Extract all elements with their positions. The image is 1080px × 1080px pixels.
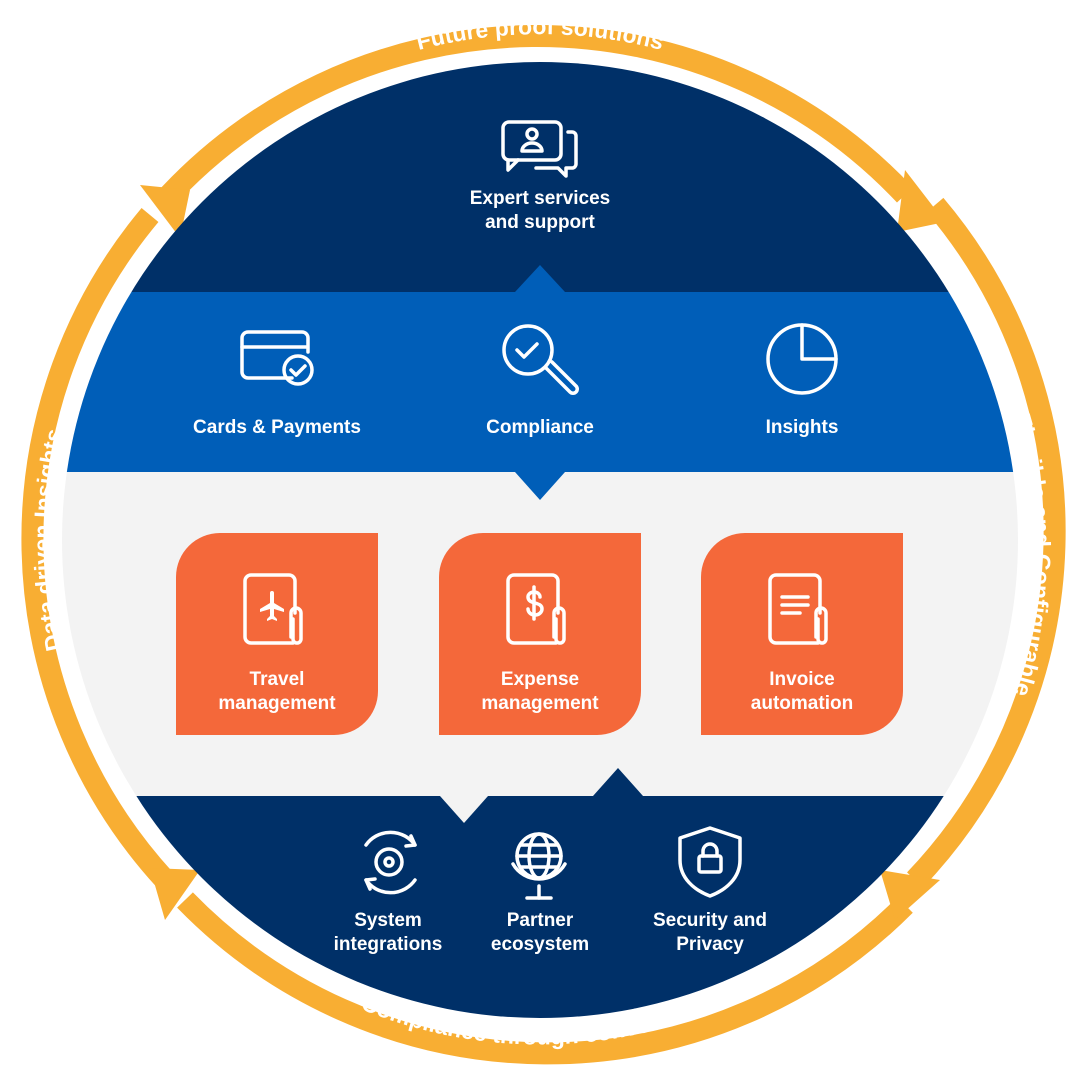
- expense-line1: Expense: [500, 669, 580, 690]
- security-line1: Security and: [652, 910, 768, 931]
- connector-up-blue: [515, 265, 565, 292]
- connector-down-gray: [440, 796, 488, 823]
- security-line2: Privacy: [676, 934, 744, 955]
- pie-chart-icon: [766, 323, 838, 395]
- arrowhead-left-top: [140, 185, 190, 238]
- middle-band: [62, 292, 1018, 472]
- ring-arc-top: [153, 25, 914, 211]
- cards-payments-label: Cards & Payments: [193, 417, 361, 438]
- ring-arrowheads: [140, 170, 945, 920]
- outer-ring: [21, 25, 1066, 1065]
- connector-down-blue: [515, 472, 565, 500]
- travel-management-label: Travel management: [176, 668, 378, 716]
- partner-line1: Partner: [506, 910, 574, 931]
- travel-management-card: Travel management: [176, 533, 378, 735]
- invoice-line2: automation: [750, 693, 854, 714]
- travel-line2: management: [218, 693, 336, 714]
- arrowhead-right-bottom: [880, 870, 940, 920]
- arrowhead-bottom-left: [150, 868, 200, 920]
- partner-line2: ecosystem: [490, 934, 590, 955]
- expert-services-line1: Expert services: [469, 188, 611, 209]
- arrowhead-top-right: [897, 170, 945, 232]
- globe-icon: [511, 832, 567, 900]
- expert-services-line2: and support: [485, 212, 595, 233]
- partner-ecosystem-label: Partner ecosystem: [450, 909, 630, 957]
- invoice-automation-label: Invoice automation: [701, 668, 903, 716]
- expense-document-icon: [506, 573, 566, 645]
- expense-line2: management: [481, 693, 599, 714]
- ring-arc-bottom: [177, 892, 913, 1065]
- chat-user-icon: [501, 120, 578, 178]
- invoice-document-icon: [768, 573, 828, 645]
- travel-line1: Travel: [249, 669, 305, 690]
- system-line1: System: [354, 910, 422, 931]
- expense-management-label: Expense management: [439, 668, 641, 716]
- expert-services-label: Expert services and support: [420, 187, 660, 235]
- compliance-label: Compliance: [486, 417, 594, 438]
- ring-arc-left: [21, 207, 174, 888]
- system-integrations-label: System integrations: [298, 909, 478, 957]
- invoice-line1: Invoice: [769, 669, 835, 690]
- card-check-icon: [240, 330, 314, 386]
- gear-sync-icon: [364, 830, 417, 895]
- travel-document-icon: [243, 573, 303, 645]
- invoice-automation-card: Invoice automation: [701, 533, 903, 735]
- insights-label: Insights: [765, 417, 839, 438]
- system-line2: integrations: [333, 934, 443, 955]
- shield-lock-icon: [678, 826, 742, 898]
- ring-arc-right: [907, 197, 1066, 888]
- magnifier-check-icon: [502, 324, 579, 395]
- connector-up-navy: [593, 768, 643, 796]
- expense-management-card: Expense management: [439, 533, 641, 735]
- security-privacy-label: Security and Privacy: [610, 909, 810, 957]
